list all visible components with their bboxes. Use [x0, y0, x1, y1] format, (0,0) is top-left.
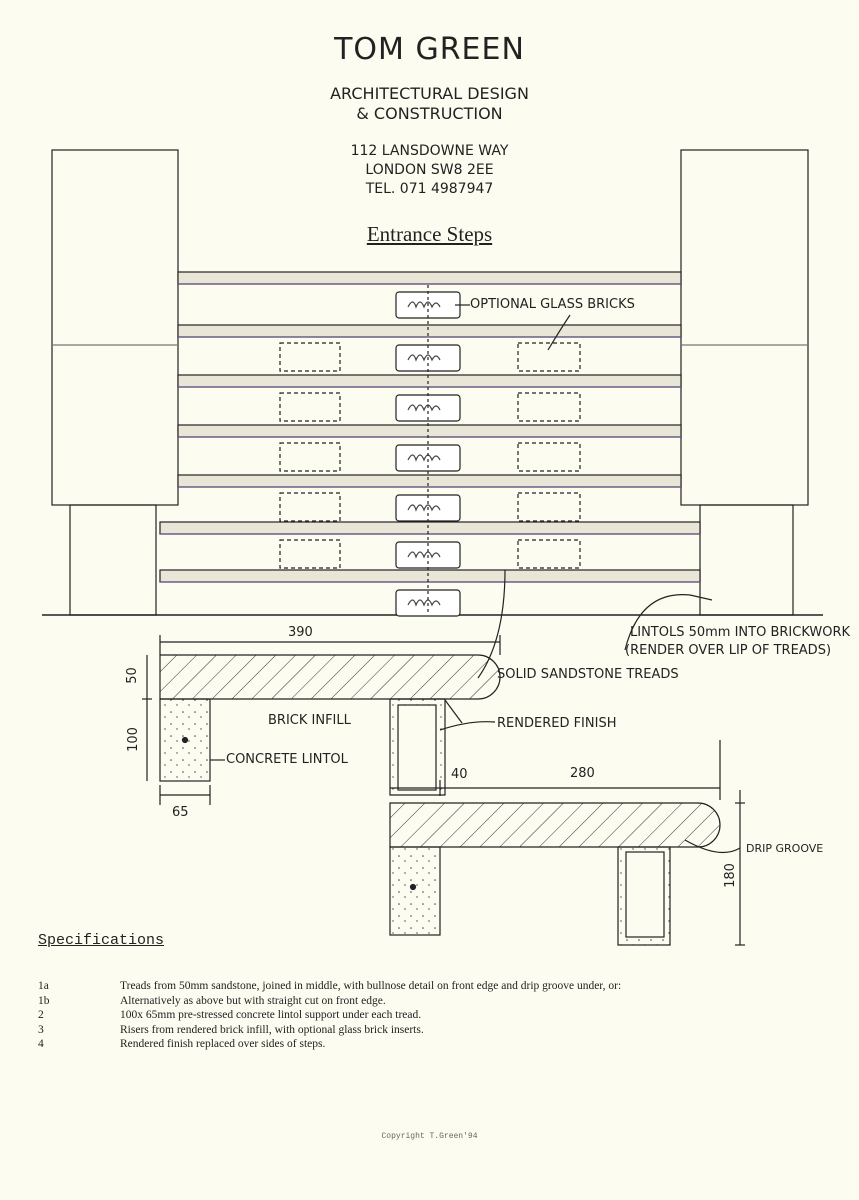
label-drip-groove: DRIP GROOVE	[746, 842, 824, 855]
label-rendered-finish: RENDERED FINISH	[497, 716, 617, 731]
right-pillar-base	[699, 504, 794, 616]
label-glass-bricks: OPTIONAL GLASS BRICKS	[470, 297, 635, 312]
dim-tread-thickness: 50	[124, 667, 140, 684]
company-subtitle-2: & CONSTRUCTION	[356, 104, 503, 123]
address-line-2: LONDON SW8 2EE	[365, 162, 494, 178]
dim-lintol-height: 100	[125, 727, 141, 752]
left-pillar	[51, 149, 179, 506]
optional-glass-brick	[279, 492, 341, 522]
label-lintols-1: LINTOLS 50mm INTO BRICKWORK	[630, 625, 851, 640]
address-line-1: 112 LANSDOWNE WAY	[350, 143, 509, 159]
spec-item: 4 Rendered finish replaced over sides of …	[38, 1038, 325, 1050]
tread-edge	[177, 271, 682, 285]
label-lintols-2: (RENDER OVER LIP OF TREADS)	[625, 643, 832, 658]
optional-glass-brick	[279, 539, 341, 569]
spec-text: Treads from 50mm sandstone, joined in mi…	[120, 980, 622, 992]
optional-glass-brick	[279, 392, 341, 422]
company-subtitle-1: ARCHITECTURAL DESIGN	[330, 84, 529, 103]
dim-tread-width: 390	[288, 625, 313, 640]
address-line-3: TEL. 071 4987947	[365, 181, 494, 197]
spec-text: 100x 65mm pre-stressed concrete lintol s…	[120, 1009, 422, 1021]
label-treads: SOLID SANDSTONE TREADS	[497, 667, 679, 682]
tread-edge	[177, 324, 682, 338]
left-pillar-base	[69, 504, 157, 616]
dim-lintol-width: 65	[172, 805, 189, 820]
spec-number: 1b	[38, 994, 50, 1007]
tread-edge	[159, 521, 701, 535]
spec-item: 3 Risers from rendered brick infill, with…	[38, 1024, 424, 1036]
optional-glass-brick	[517, 442, 581, 472]
tread-edge	[177, 374, 682, 388]
optional-glass-brick	[279, 342, 341, 372]
optional-glass-brick	[517, 342, 581, 372]
optional-glass-brick	[279, 442, 341, 472]
dim-riser-height: 180	[722, 863, 738, 888]
tread-edge	[177, 424, 682, 438]
label-brick-infill: BRICK INFILL	[268, 713, 351, 728]
spec-number: 4	[38, 1038, 44, 1050]
spec-number: 1a	[38, 980, 49, 992]
spec-item: 1a Treads from 50mm sandstone, joined in …	[38, 980, 621, 992]
spec-text: Alternatively as above but with straight…	[120, 994, 386, 1007]
dim-infill-offset: 40	[451, 767, 468, 782]
tread-edge	[177, 474, 682, 488]
optional-glass-brick	[517, 492, 581, 522]
spec-number: 3	[38, 1023, 44, 1036]
optional-glass-brick	[517, 539, 581, 569]
spec-text: Rendered finish replaced over sides of s…	[120, 1038, 326, 1050]
spec-item: 1b Alternatively as above but with straig…	[38, 995, 386, 1007]
spec-number: 2	[38, 1009, 44, 1021]
upper-tread	[159, 654, 501, 700]
drawing-title: Entrance Steps	[366, 222, 493, 246]
tread-edge	[159, 569, 701, 583]
dim-tread-going: 280	[570, 766, 595, 781]
copyright: Copyright T.Green'94	[381, 1132, 478, 1141]
lower-lintol	[389, 846, 441, 936]
spec-item: 2 100x 65mm pre-stressed concrete lintol …	[38, 1009, 421, 1021]
specifications-title: Specifications	[38, 932, 165, 949]
optional-glass-brick	[517, 392, 581, 422]
right-pillar	[680, 149, 809, 506]
company-name: TOM GREEN	[334, 32, 525, 67]
spec-text: Risers from rendered brick infill, with …	[120, 1023, 424, 1036]
step-elevation	[159, 271, 701, 617]
lower-tread	[389, 802, 721, 848]
label-concrete-lintol: CONCRETE LINTOL	[226, 752, 348, 767]
